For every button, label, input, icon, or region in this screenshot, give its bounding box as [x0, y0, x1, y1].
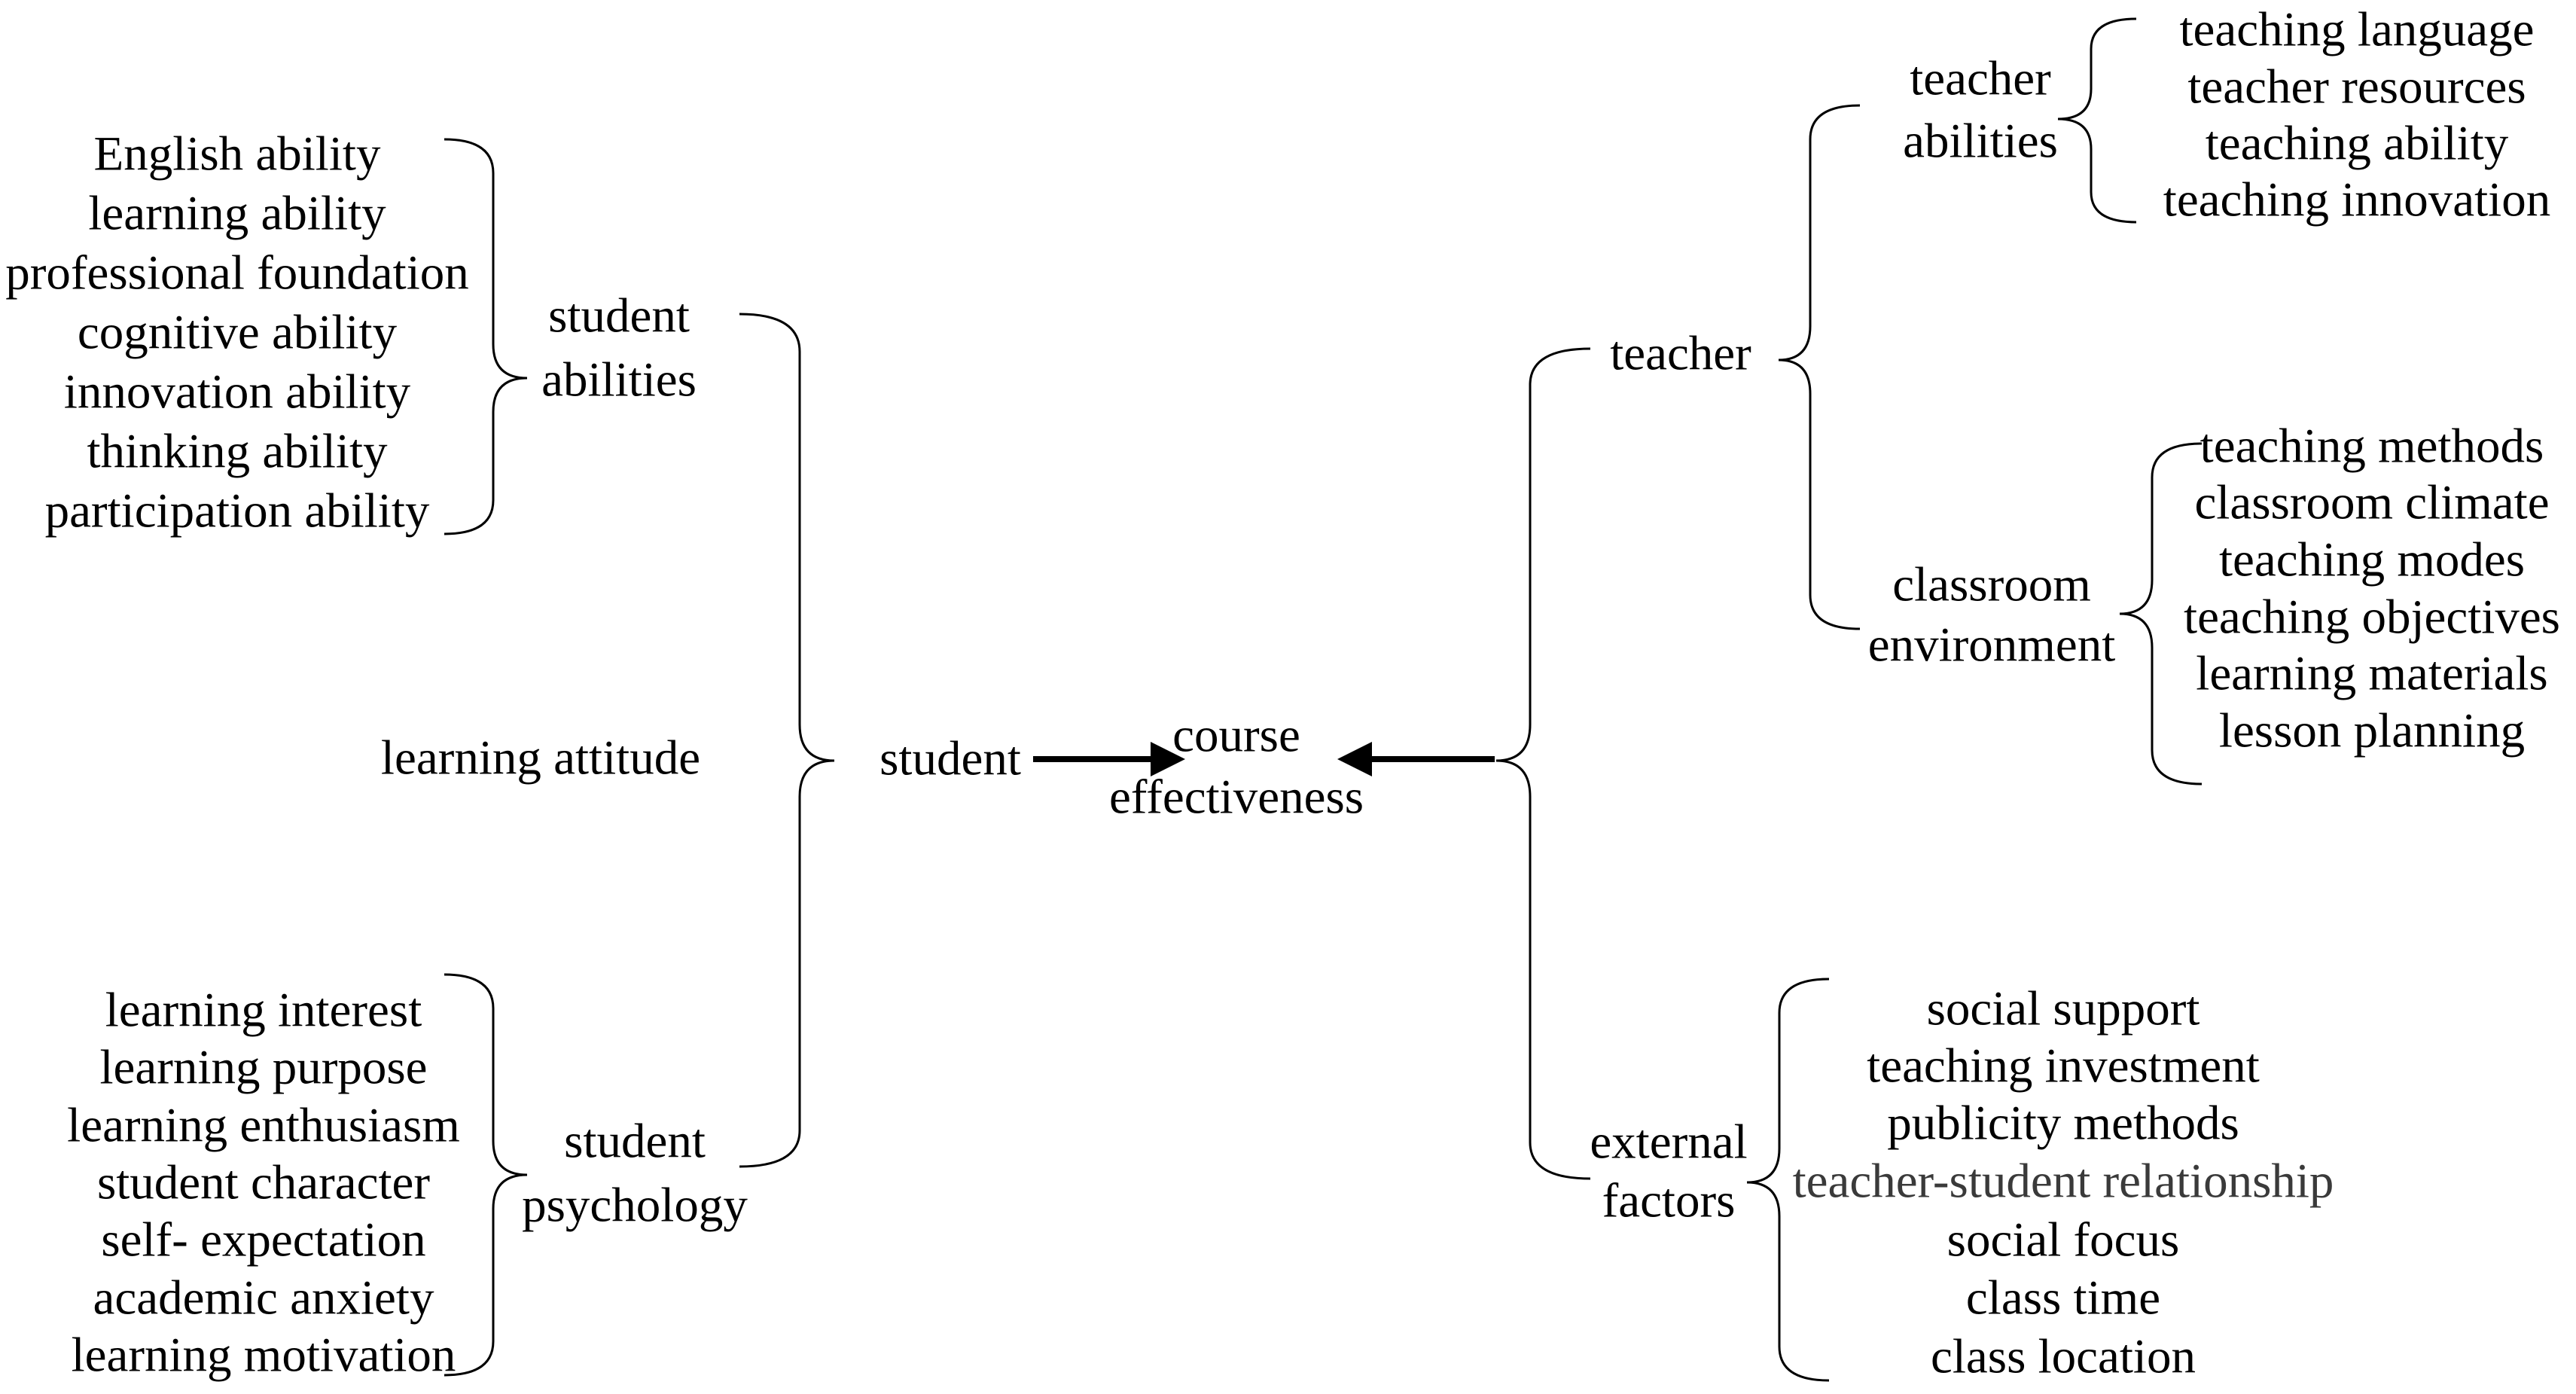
factor-teaching-methods: teaching methods: [2200, 419, 2544, 474]
factor-teaching-modes: teaching modes: [2218, 532, 2526, 587]
factor-participation-ability: participation ability: [44, 483, 430, 538]
factor-publicity-methods: publicity methods: [1887, 1096, 2239, 1151]
brace-teacher-abilities-list: [2057, 17, 2137, 224]
brace-classroom-environment-list: [2119, 442, 2203, 785]
factor-innovation-ability: innovation ability: [63, 365, 411, 419]
factor-social-support: social support: [1926, 981, 2200, 1036]
factor-teaching-innovation: teaching innovation: [2163, 172, 2551, 227]
factor-class-time: class time: [1965, 1270, 2161, 1325]
factor-teaching-objectives: teaching objectives: [2184, 590, 2560, 645]
brace-teacher-external-group: [1495, 347, 1591, 1180]
factor-teacher-resources: teacher resources: [2187, 59, 2526, 114]
node-course-effectiveness-line1: course: [1172, 708, 1300, 763]
node-student-psychology-line2: psychology: [522, 1178, 748, 1233]
brace-student-abilities-group: [444, 138, 528, 535]
node-learning-attitude: learning attitude: [380, 731, 701, 785]
arrow-teacher-external-to-course-effectiveness: [1337, 742, 1495, 776]
factor-teaching-language: teaching language: [2179, 2, 2535, 57]
factor-academic-anxiety: academic anxiety: [93, 1270, 434, 1325]
node-student-abilities-line2: abilities: [541, 352, 697, 407]
node-external-factors-line2: factors: [1602, 1173, 1736, 1228]
arrowhead-right: [1151, 742, 1185, 776]
factor-self-expectation: self- expectation: [101, 1213, 426, 1267]
factor-class-location: class location: [1931, 1329, 2196, 1384]
factor-learning-motivation: learning motivation: [71, 1328, 456, 1383]
factor-learning-materials: learning materials: [2196, 646, 2548, 701]
factor-classroom-climate: classroom climate: [2194, 475, 2550, 530]
factor-learning-ability: learning ability: [88, 186, 386, 241]
factor-cognitive-ability: cognitive ability: [77, 305, 398, 360]
factor-student-character: student character: [96, 1155, 431, 1210]
arrowhead-left: [1337, 742, 1372, 776]
factor-english-ability: English ability: [93, 127, 381, 181]
node-teacher-abilities-line1: teacher: [1910, 51, 2051, 106]
factor-learning-enthusiasm: learning enthusiasm: [67, 1098, 460, 1153]
node-course-effectiveness-line2: effectiveness: [1108, 770, 1364, 825]
brace-student-group: [739, 313, 835, 1168]
node-classroom-environment-line2: environment: [1867, 618, 2116, 673]
factor-thinking-ability: thinking ability: [87, 424, 388, 479]
factor-teaching-ability: teaching ability: [2205, 116, 2509, 171]
factor-learning-purpose: learning purpose: [99, 1040, 428, 1095]
brace-student-psychology-group: [444, 973, 528, 1377]
node-student-abilities-line1: student: [548, 288, 690, 343]
node-external-factors-line1: external: [1590, 1115, 1748, 1170]
node-teacher-abilities-line2: abilities: [1903, 114, 2058, 169]
node-classroom-environment-line1: classroom: [1892, 557, 2091, 612]
arrow-student-to-course-effectiveness: [1033, 742, 1185, 776]
factor-social-focus: social focus: [1946, 1213, 2180, 1267]
factor-teacher-student-relationship: teacher-student relationship: [1792, 1154, 2334, 1209]
node-student: student: [879, 731, 1021, 786]
brace-teacher-subgroup: [1778, 104, 1861, 630]
factor-learning-interest: learning interest: [105, 983, 422, 1038]
factor-teaching-investment: teaching investment: [1867, 1039, 2260, 1094]
node-student-psychology-line1: student: [564, 1114, 706, 1169]
factor-lesson-planning: lesson planning: [2218, 703, 2526, 758]
brace-external-factors-list: [1746, 978, 1830, 1382]
node-teacher: teacher: [1610, 326, 1751, 381]
factor-professional-foundation: professional foundation: [5, 246, 469, 300]
